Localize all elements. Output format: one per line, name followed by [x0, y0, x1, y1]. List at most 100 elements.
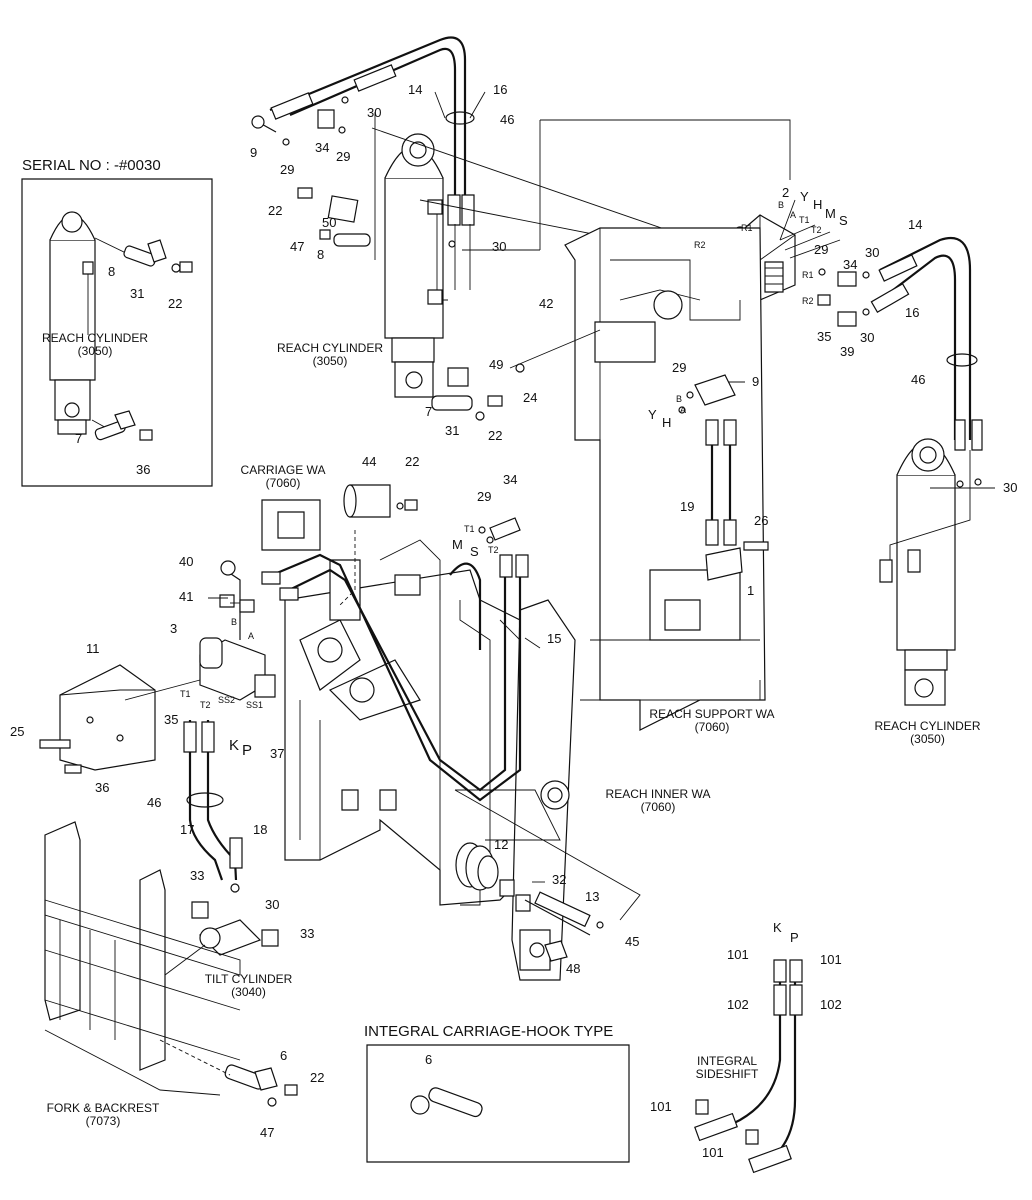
tilt-cylinder-label: TILT CYLINDER (3040): [196, 973, 301, 999]
callout-13: 13: [585, 889, 600, 904]
callout-29-e: 29: [477, 489, 492, 504]
callout-8-inset: 8: [108, 264, 116, 279]
callout-30-right-b: 30: [860, 330, 875, 345]
callout-34-right: 34: [843, 257, 858, 272]
callout-46-valve: 46: [147, 795, 162, 810]
pulley-and-pins: [455, 790, 640, 961]
callout-33-a: 33: [190, 868, 205, 883]
assembly-code: (3050): [312, 354, 348, 368]
port-H-top: H: [813, 197, 823, 212]
callout-7-inset: 7: [75, 431, 83, 446]
callout-22-fork: 22: [310, 1070, 325, 1085]
port-Y-mid: Y: [648, 407, 657, 422]
callout-12: 12: [494, 837, 509, 852]
callout-40: 40: [179, 554, 194, 569]
assembly-code: (3050): [77, 344, 113, 358]
port-SS1-valve: SS1: [246, 700, 264, 710]
callout-46-right: 46: [911, 372, 926, 387]
callout-102-a: 102: [727, 997, 749, 1012]
sideshift-hoses: [695, 960, 802, 1172]
assembly-name: REACH CYLINDER: [874, 719, 981, 733]
hoses-17-18-tilt: [165, 720, 278, 975]
port-R2-left: R2: [694, 240, 706, 250]
port-T2-mid: T2: [488, 545, 499, 555]
serial-number-title: SERIAL NO : -#0030: [22, 157, 161, 174]
callout-14-right: 14: [908, 217, 923, 232]
callout-18: 18: [253, 822, 268, 837]
assembly-name: CARRIAGE WA: [240, 463, 326, 477]
callout-42: 42: [539, 296, 554, 311]
callout-45: 45: [625, 934, 640, 949]
assembly-code: (3050): [910, 732, 945, 746]
serial-inset-box: [22, 179, 212, 486]
callout-33-b: 33: [300, 926, 315, 941]
callout-36-cover: 36: [95, 780, 110, 795]
callout-2: 2: [782, 185, 790, 200]
hook-type-title: INTEGRAL CARRIAGE-HOOK TYPE: [364, 1023, 614, 1040]
callout-46-top: 46: [500, 112, 515, 127]
port-A-top: A: [790, 210, 797, 220]
callout-35-right: 35: [817, 329, 832, 344]
assembly-code: (3040): [231, 985, 266, 999]
port-T2-valve: T2: [200, 700, 211, 710]
callout-15: 15: [547, 631, 562, 646]
bracket-44: [262, 485, 417, 605]
callout-22-lower: 22: [488, 428, 503, 443]
reach-cylinder-center-label: REACH CYLINDER (3050): [270, 342, 390, 368]
callout-22-carriage: 22: [405, 454, 420, 469]
callout-19: 19: [680, 499, 695, 514]
center-reach-cylinder: [298, 134, 502, 420]
callout-30-center: 30: [492, 239, 507, 254]
callout-49: 49: [489, 357, 504, 372]
callout-101-d: 101: [702, 1145, 724, 1160]
reach-inner-wa-label: REACH INNER WA (7060): [598, 788, 718, 814]
assembly-name: REACH CYLINDER: [276, 341, 384, 355]
callout-7-center: 7: [425, 404, 433, 419]
callout-30-top: 30: [367, 105, 382, 120]
fork-and-backrest: [45, 822, 297, 1106]
callout-34-mid: 34: [503, 472, 518, 487]
callout-6: 6: [280, 1048, 288, 1063]
callout-3: 3: [170, 621, 178, 636]
callout-24: 24: [523, 390, 538, 405]
callout-29-a: 29: [280, 162, 295, 177]
callout-22-inset: 22: [168, 296, 183, 311]
callout-6-inset: 6: [425, 1052, 433, 1067]
reach-cylinder-left-label: REACH CYLINDER (3050): [40, 332, 150, 358]
reach-cylinder-right-label: REACH CYLINDER (3050): [870, 720, 985, 746]
port-R2-right: R2: [802, 296, 814, 306]
callout-25: 25: [10, 724, 25, 739]
port-P-valve: P: [242, 742, 253, 759]
callout-9-top: 9: [250, 145, 258, 160]
port-P-sideshift: P: [790, 930, 799, 945]
port-B-valve: B: [231, 617, 238, 627]
port-Y-top: Y: [800, 189, 809, 204]
assembly-name: INTEGRAL: [696, 1054, 757, 1068]
right-reach-cylinder: [871, 238, 982, 705]
assembly-name: FORK & BACKREST: [46, 1101, 160, 1115]
port-T2-top: T2: [811, 225, 822, 235]
port-A-valve: A: [248, 631, 255, 641]
port-B-top: B: [778, 200, 785, 210]
assembly-name: REACH INNER WA: [605, 787, 711, 801]
callout-30-right-a: 30: [865, 245, 880, 260]
port-T1-valve: T1: [180, 689, 191, 699]
callout-26: 26: [754, 513, 769, 528]
top-hose-assembly: [252, 38, 474, 291]
callout-29-b: 29: [336, 149, 351, 164]
port-K-valve: K: [229, 737, 240, 754]
reach-support-wa-label: REACH SUPPORT WA (7060): [642, 708, 782, 734]
callout-30-right-c: 30: [1003, 480, 1018, 495]
callout-29-d: 29: [672, 360, 687, 375]
callout-31-center: 31: [445, 423, 460, 438]
reach-inner-frame: [285, 540, 575, 980]
valve-3-and-cover-11: [40, 561, 275, 773]
port-A-mid: A: [680, 405, 687, 415]
port-M-top: M: [825, 206, 836, 221]
callout-101-c: 101: [650, 1099, 672, 1114]
callout-31-inset: 31: [130, 286, 145, 301]
assembly-code: SIDESHIFT: [695, 1067, 759, 1081]
assembly-name: REACH CYLINDER: [41, 331, 149, 345]
port-M-mid: M: [452, 537, 463, 552]
